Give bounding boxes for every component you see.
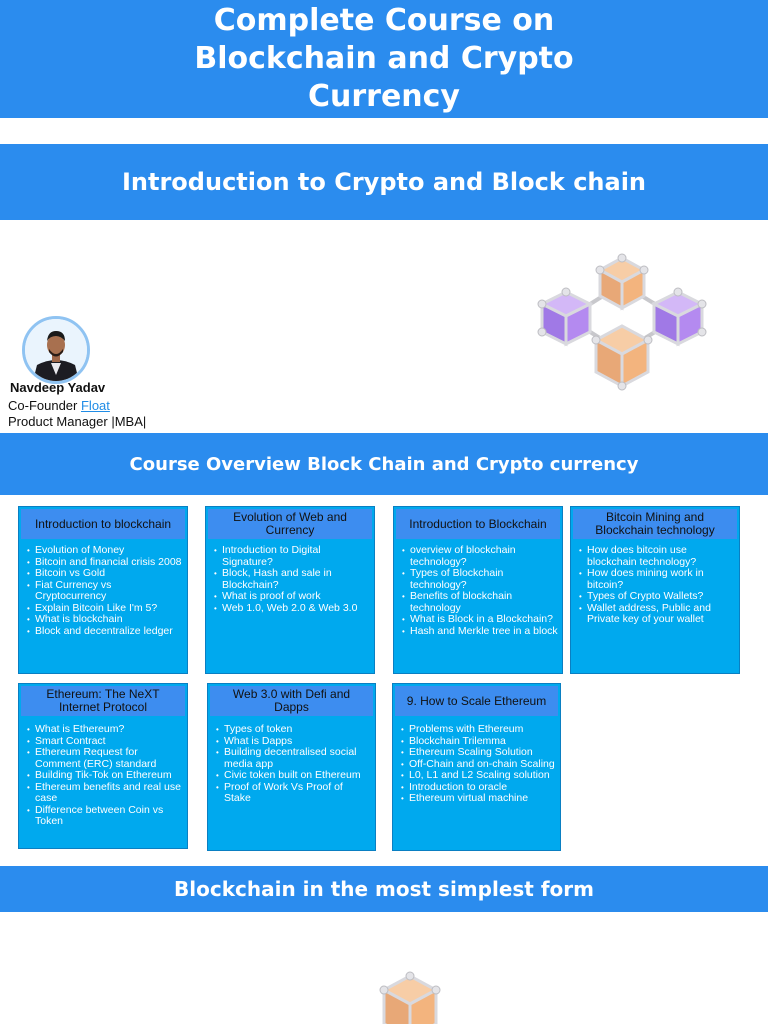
course-card: Ethereum: The NeXT Internet Protocol Wha…: [18, 683, 188, 849]
section-title: Blockchain in the most simplest form: [174, 877, 594, 901]
course-card: Evolution of Web and Currency Introducti…: [205, 506, 375, 674]
card-topic: How does bitcoin use blockchain technolo…: [579, 544, 735, 568]
card-topic-list: overview of blockchain technology? Types…: [402, 544, 558, 638]
course-card: Bitcoin Mining and Blockchain technology…: [570, 506, 740, 674]
card-topic: Introduction to oracle: [401, 781, 556, 794]
card-topic: What is Block in a Blockchain?: [402, 613, 558, 626]
author-role-prefix: Co-Founder: [8, 398, 81, 413]
course-card: Introduction to blockchain Evolution of …: [18, 506, 188, 674]
course-title-banner: Complete Course on Blockchain and Crypto…: [0, 0, 768, 118]
blockchain-cubes-icon: [537, 253, 707, 391]
card-topic: Ethereum benefits and real use case: [27, 781, 183, 805]
card-topic: How does mining work in bitcoin?: [579, 567, 735, 591]
card-topic: Smart Contract: [27, 735, 183, 748]
card-topic: Problems with Ethereum: [401, 723, 556, 736]
card-topic: Ethereum Scaling Solution: [401, 746, 556, 759]
intro-banner: Introduction to Crypto and Block chain: [0, 144, 768, 220]
card-topic-list: What is Ethereum? Smart Contract Ethereu…: [27, 723, 183, 828]
card-topic: Ethereum virtual machine: [401, 792, 556, 805]
card-topic: Blockchain Trilemma: [401, 735, 556, 748]
card-topic: Types of token: [216, 723, 371, 736]
card-topic: Fiat Currency vs Cryptocurrency: [27, 579, 183, 603]
card-topic: Block, Hash and sale in Blockchain?: [214, 567, 370, 591]
card-topic: What is Ethereum?: [27, 723, 183, 736]
course-card: 9. How to Scale Ethereum Problems with E…: [392, 683, 561, 851]
card-heading: Web 3.0 with Defi and Dapps: [210, 686, 373, 716]
card-topic: Evolution of Money: [27, 544, 183, 557]
card-topic: Explain Bitcoin Like I'm 5?: [27, 602, 183, 615]
avatar-photo: [25, 319, 87, 381]
author-role: Co-Founder Float: [8, 398, 110, 413]
course-card: Web 3.0 with Defi and Dapps Types of tok…: [207, 683, 376, 851]
card-topic-list: How does bitcoin use blockchain technolo…: [579, 544, 735, 626]
author-title: Product Manager |MBA|: [8, 414, 147, 429]
card-topic: Benefits of blockchain technology: [402, 590, 558, 614]
card-topic: Introduction to Digital Signature?: [214, 544, 370, 568]
blockchain-cube-icon: [379, 971, 441, 1024]
card-topic: Block and decentralize ledger: [27, 625, 183, 638]
card-topic-list: Problems with Ethereum Blockchain Trilem…: [401, 723, 556, 805]
card-topic: L0, L1 and L2 Scaling solution: [401, 769, 556, 782]
overview-banner: Course Overview Block Chain and Crypto c…: [0, 433, 768, 495]
card-topic: Types of Crypto Wallets?: [579, 590, 735, 603]
card-topic: Bitcoin and financial crisis 2008: [27, 556, 183, 569]
card-heading: Ethereum: The NeXT Internet Protocol: [21, 686, 185, 716]
card-topic: Civic token built on Ethereum: [216, 769, 371, 782]
card-heading: 9. How to Scale Ethereum: [395, 686, 558, 716]
author-name: Navdeep Yadav: [10, 380, 106, 395]
card-topic: Hash and Merkle tree in a block: [402, 625, 558, 638]
card-topic: What is proof of work: [214, 590, 370, 603]
avatar: [22, 316, 90, 384]
card-topic: Difference between Coin vs Token: [27, 804, 183, 828]
card-topic-list: Introduction to Digital Signature? Block…: [214, 544, 370, 615]
card-topic: What is blockchain: [27, 613, 183, 626]
card-heading: Evolution of Web and Currency: [208, 509, 372, 539]
card-topic: Web 1.0, Web 2.0 & Web 3.0: [214, 602, 370, 615]
card-topic: Proof of Work Vs Proof of Stake: [216, 781, 371, 805]
card-topic: Ethereum Request for Comment (ERC) stand…: [27, 746, 183, 770]
course-card: Introduction to Blockchain overview of b…: [393, 506, 563, 674]
card-topic: Bitcoin vs Gold: [27, 567, 183, 580]
card-topic-list: Evolution of Money Bitcoin and financial…: [27, 544, 183, 638]
card-topic: Building decentralised social media app: [216, 746, 371, 770]
card-heading: Introduction to Blockchain: [396, 509, 560, 539]
card-topic: Building Tik-Tok on Ethereum: [27, 769, 183, 782]
section-banner: Blockchain in the most simplest form: [0, 866, 768, 912]
card-topic: What is Dapps: [216, 735, 371, 748]
card-topic: Off-Chain and on-chain Scaling: [401, 758, 556, 771]
course-title: Complete Course on Blockchain and Crypto…: [194, 3, 574, 114]
overview-title: Course Overview Block Chain and Crypto c…: [129, 453, 639, 475]
card-topic: Types of Blockchain technology?: [402, 567, 558, 591]
card-topic: overview of blockchain technology?: [402, 544, 558, 568]
card-topic-list: Types of token What is Dapps Building de…: [216, 723, 371, 805]
company-link[interactable]: Float: [80, 398, 110, 413]
card-heading: Introduction to blockchain: [21, 509, 185, 539]
card-heading: Bitcoin Mining and Blockchain technology: [573, 509, 737, 539]
intro-title: Introduction to Crypto and Block chain: [121, 168, 647, 196]
card-topic: Wallet address, Public and Private key o…: [579, 602, 735, 626]
